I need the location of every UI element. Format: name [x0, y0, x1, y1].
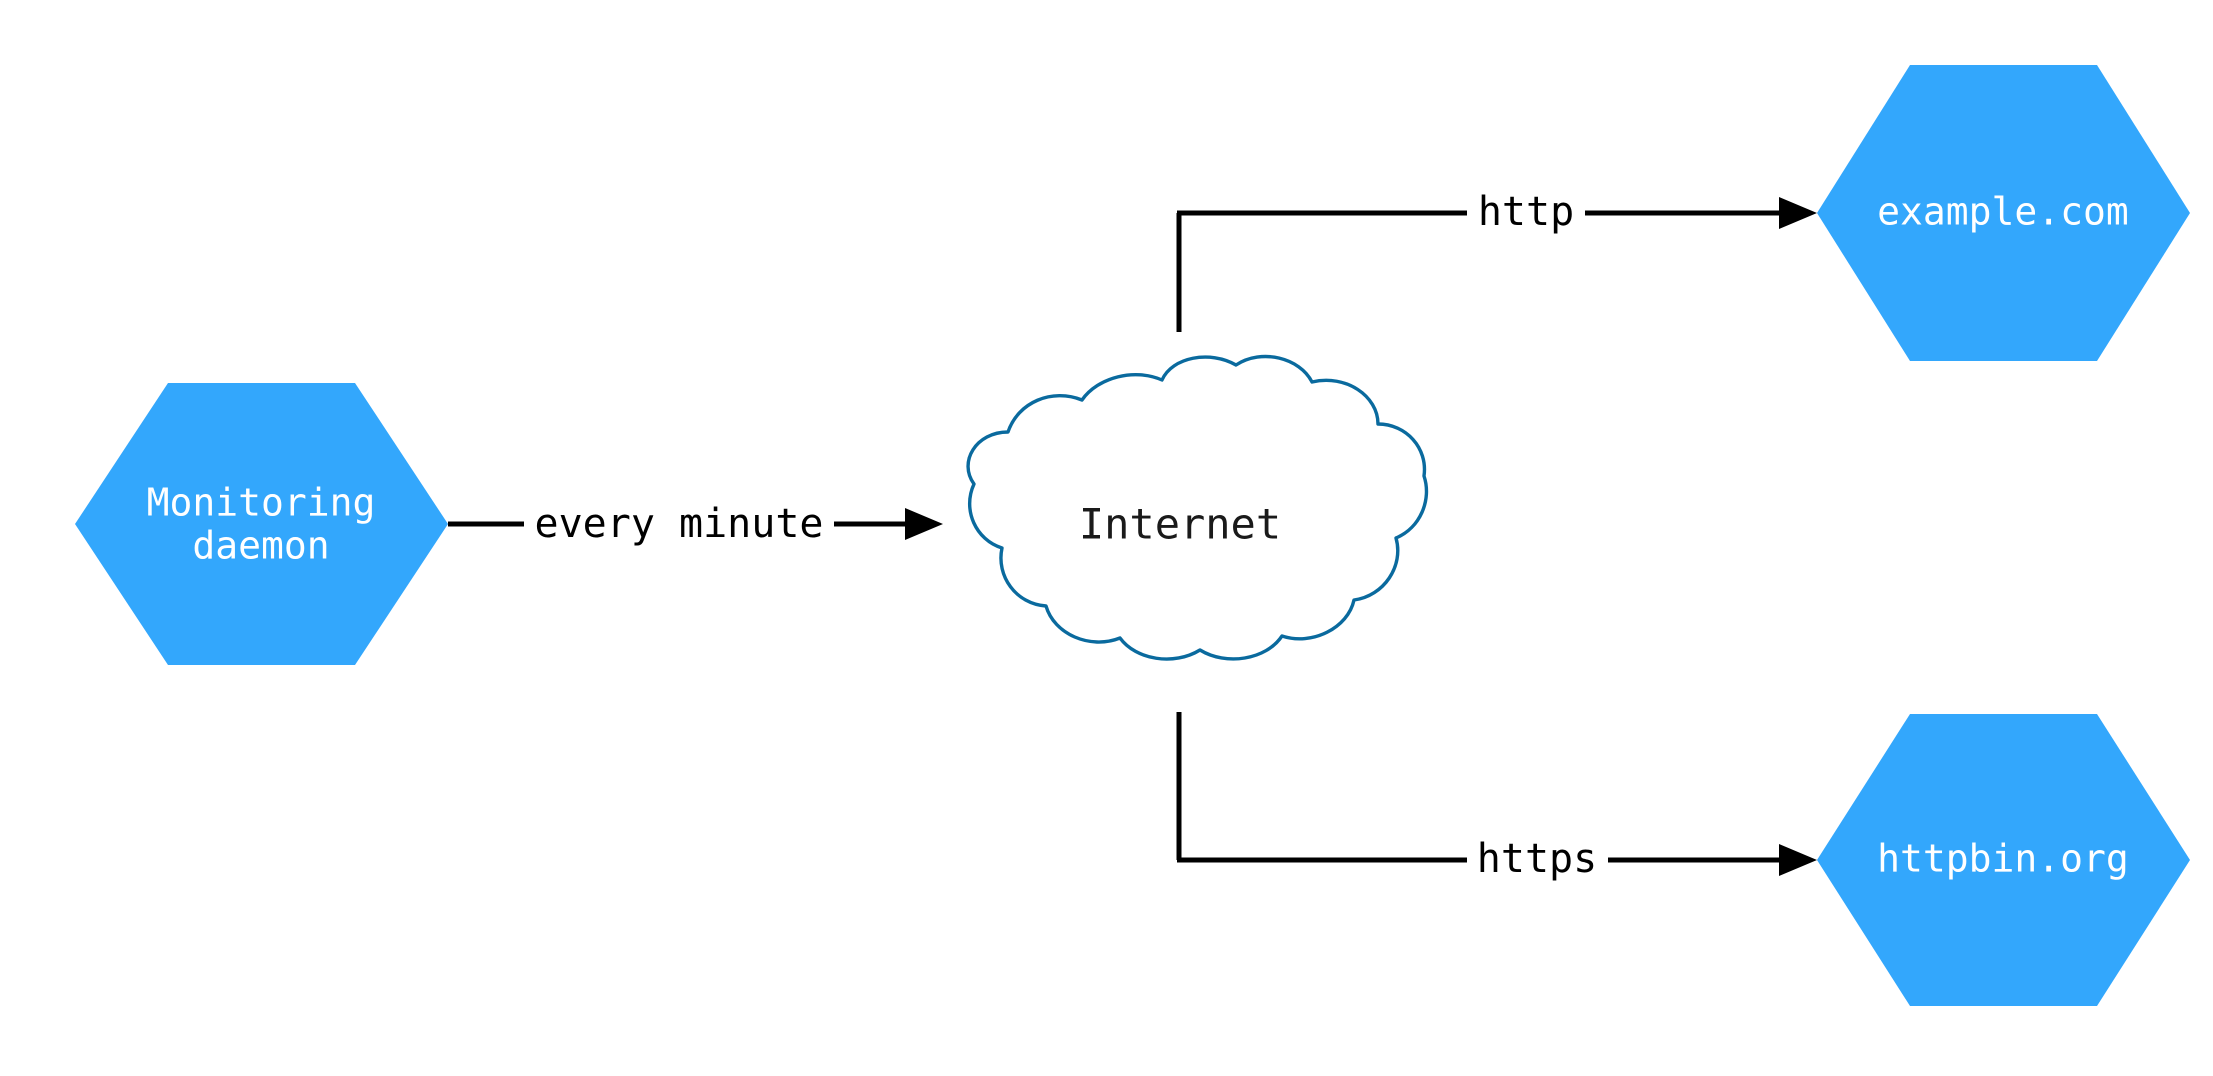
edge-internet-to-example[interactable]: http: [1176, 189, 1817, 332]
arrowhead-internet-to-httpbin: [1779, 844, 1817, 876]
node-label-example-com: example.com: [1877, 190, 2129, 234]
cloud-shape-internet: [966, 354, 1429, 661]
node-example-com[interactable]: example.com: [1817, 65, 2190, 361]
hexagon-shape-example-com: [1817, 65, 2190, 361]
hexagon-shape-httpbin-org: [1817, 714, 2190, 1006]
edge-daemon-to-internet[interactable]: every minute: [448, 501, 943, 547]
edge-internet-to-httpbin[interactable]: https: [1176, 712, 1817, 882]
node-label-monitoring-daemon-line2: daemon: [192, 524, 329, 568]
edge-label-http: http: [1478, 189, 1574, 235]
hexagon-shape-monitoring-daemon: [75, 383, 448, 665]
node-label-httpbin-org: httpbin.org: [1877, 837, 2129, 881]
node-label-monitoring-daemon-line1: Monitoring: [147, 481, 376, 525]
edge-label-https: https: [1477, 836, 1597, 882]
node-monitoring-daemon[interactable]: Monitoring daemon: [75, 383, 448, 665]
edge-label-every-minute: every minute: [535, 501, 824, 547]
node-internet[interactable]: Internet: [966, 354, 1429, 661]
arrowhead-internet-to-example: [1779, 197, 1817, 229]
arrowhead-daemon-to-internet: [905, 508, 943, 540]
node-label-internet: Internet: [1079, 500, 1281, 549]
node-httpbin-org[interactable]: httpbin.org: [1817, 714, 2190, 1006]
